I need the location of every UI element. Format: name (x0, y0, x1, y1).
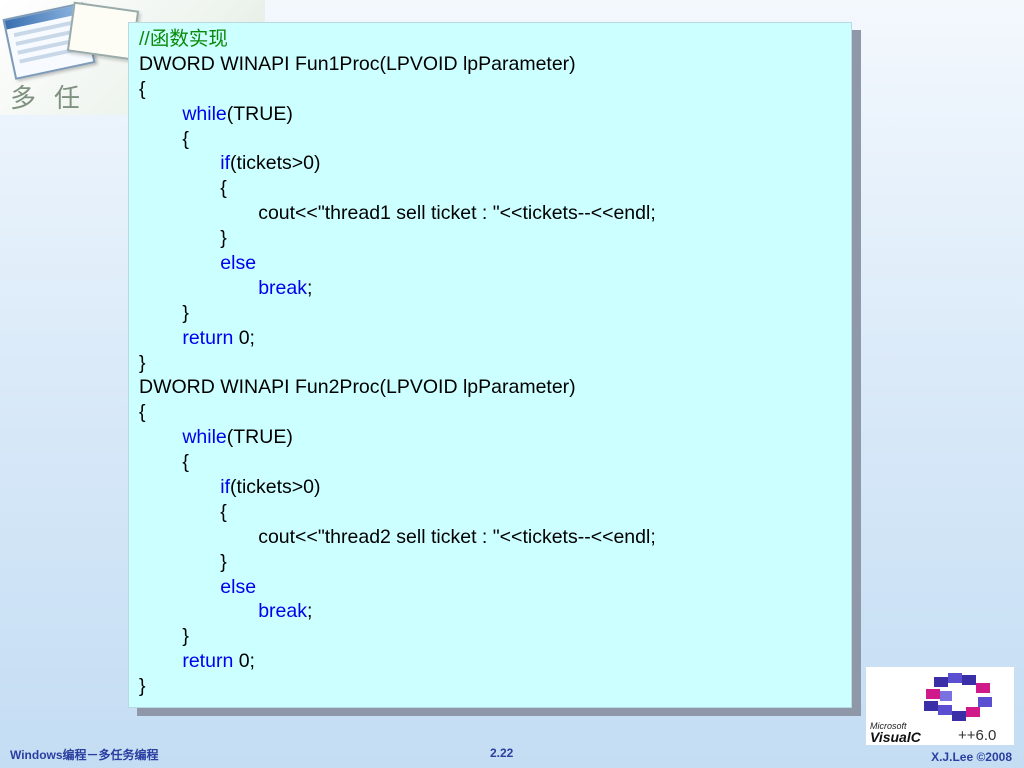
code-text: DWORD WINAPI Fun2Proc(LPVOID lpParameter… (139, 376, 576, 399)
code-text: { (139, 77, 146, 100)
code-line: cout<<"thread1 sell ticket : "<<tickets-… (139, 201, 656, 226)
code-text: 0; (233, 650, 255, 673)
code-text (139, 600, 258, 622)
code-keyword: else (220, 252, 257, 275)
code-text (139, 650, 182, 672)
code-line: return 0; (139, 326, 656, 351)
code-text: DWORD WINAPI Fun1Proc(LPVOID lpParameter… (139, 52, 576, 75)
code-line: else (139, 575, 656, 600)
code-line: break; (139, 276, 656, 301)
corner-calligraphy: 多任 (10, 84, 99, 114)
code-line: while(TRUE) (139, 425, 656, 450)
code-text: { (139, 451, 189, 474)
page-number: 2.22 (490, 746, 514, 760)
code-text: { (139, 401, 146, 424)
code-text (139, 252, 220, 274)
code-text (139, 152, 220, 174)
code-comment: //函数实现 (139, 28, 228, 50)
code-line: if(tickets>0) (139, 151, 656, 176)
code-keyword: if (220, 476, 231, 499)
code-text: (tickets>0) (230, 152, 321, 175)
code-text: } (139, 550, 227, 573)
code-text: (TRUE) (226, 426, 293, 449)
code-line: break; (139, 599, 656, 624)
code-keyword: while (182, 102, 227, 125)
code-line: { (139, 77, 656, 102)
code-line: DWORD WINAPI Fun2Proc(LPVOID lpParameter… (139, 375, 656, 400)
code-text: { (139, 177, 227, 200)
code-text: { (139, 127, 189, 150)
logo-visual-text: VisualC (870, 729, 921, 745)
logo-version-text: ++6.0 (958, 727, 997, 744)
code-line: return 0; (139, 649, 656, 674)
code-keyword: break (258, 600, 307, 623)
code-line: if(tickets>0) (139, 475, 656, 500)
code-line: { (139, 400, 656, 425)
code-keyword: break (258, 276, 307, 299)
code-text (139, 277, 258, 299)
code-line: cout<<"thread2 sell ticket : "<<tickets-… (139, 525, 656, 550)
code-text: } (139, 675, 146, 698)
code-line: { (139, 176, 656, 201)
code-keyword: return (182, 650, 234, 673)
code-line: else (139, 251, 656, 276)
code-keyword: while (182, 426, 227, 449)
code-text: ; (306, 600, 313, 623)
code-line: } (139, 674, 656, 699)
code-keyword: return (182, 326, 234, 349)
code-line: //函数实现 (139, 27, 656, 52)
code-text (139, 327, 182, 349)
code-line: } (139, 624, 656, 649)
footer-course-title: Windows编程－多任务编程 (10, 748, 159, 762)
code-text: (tickets>0) (230, 476, 321, 499)
code-text: cout<<"thread2 sell ticket : "<<tickets-… (139, 525, 656, 548)
code-text (139, 426, 182, 448)
code-text: } (139, 351, 146, 374)
code-line: while(TRUE) (139, 102, 656, 127)
code-line: } (139, 351, 656, 376)
code-text (139, 476, 220, 498)
code-line: { (139, 450, 656, 475)
code-keyword: if (220, 152, 231, 175)
code-text: cout<<"thread1 sell ticket : "<<tickets-… (139, 202, 656, 225)
logo-microsoft-text: Microsoft (870, 721, 907, 731)
code-line: DWORD WINAPI Fun1Proc(LPVOID lpParameter… (139, 52, 656, 77)
code-line: { (139, 500, 656, 525)
code-text: ; (306, 276, 313, 299)
code-line: } (139, 550, 656, 575)
footer-author: X.J.Lee ©2008 (931, 750, 1012, 764)
code-text: } (139, 625, 189, 648)
visual-cpp-logo-icon (924, 673, 992, 721)
code-line: } (139, 301, 656, 326)
code-text: { (139, 500, 227, 523)
code-keyword: else (220, 575, 257, 598)
code-line: { (139, 127, 656, 152)
code-text: 0; (233, 326, 255, 349)
visual-cpp-logo: Microsoft VisualC ++6.0 (866, 667, 1014, 745)
code-line: } (139, 226, 656, 251)
code-text: (TRUE) (226, 102, 293, 125)
code-text (139, 103, 182, 125)
code-text: } (139, 227, 227, 250)
code-text (139, 576, 220, 598)
code-text: } (139, 301, 189, 324)
